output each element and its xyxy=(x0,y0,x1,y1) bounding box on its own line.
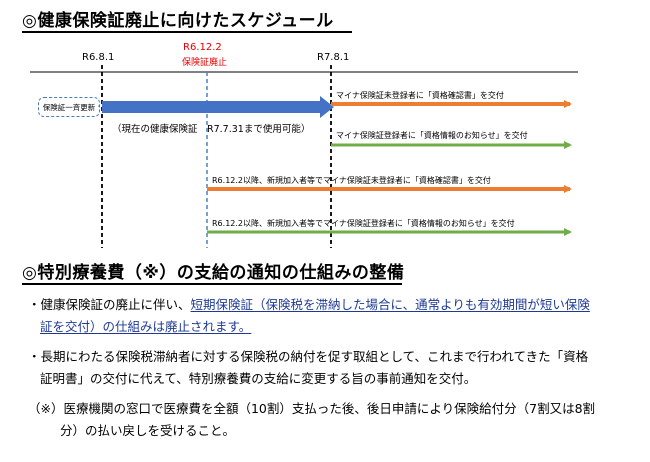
bullet1-underlined-2: 証を交付）の仕組みは廃止されます。 xyxy=(40,319,252,334)
green-arrow-1-label: マイナ保険証登録者に「資格情報のお知らせ」を交付 xyxy=(336,131,528,140)
bulk-renewal-label: 保険証一斉更新 xyxy=(42,102,96,112)
bulk-renewal-box: 保険証一斉更新 xyxy=(38,97,100,117)
bullet1-line2: 証を交付）の仕組みは廃止されます。 xyxy=(40,318,251,336)
note-line2: 分）の払い戻しを受けること。 xyxy=(60,423,236,438)
bullet2-line2: 証明書」の交付に代えて、特別療養費の支給に変更する旨の事前通知を交付。 xyxy=(40,371,477,386)
bullet2-line1: ・長期にわたる保険税滞納者に対する保険税の納付を促す取組として、これまで行われて… xyxy=(28,349,589,364)
section1-title-underline xyxy=(22,31,352,33)
orange-arrow-1-label: マイナ保険証未登録者に「資格確認書」を交付 xyxy=(336,91,504,100)
date-label-abolition: 保険証廃止 xyxy=(182,58,228,68)
bullet1-line1: ・健康保険証の廃止に伴い、短期保険証（保険税を滞納した場合に、通常よりも有効期間… xyxy=(28,296,590,314)
date-label-r6-12-2: R6.12.2 xyxy=(183,42,222,53)
orange-arrow-2-label: R6.12.2以降、新規加入者等でマイナ保険証未登録者に「資格確認書」を交付 xyxy=(212,176,491,185)
green-arrow-2-label: R6.12.2以降、新規加入者等でマイナ保険証登録者に「資格情報のお知らせ」を交… xyxy=(212,219,515,228)
blue-bar-label: （現在の健康保険証 R7.7.31まで使用可能） xyxy=(112,124,311,135)
current-insurance-card-arrow xyxy=(102,96,334,118)
date-label-r6-8-1: R6.8.1 xyxy=(82,52,115,63)
timeline-graphics xyxy=(30,65,578,248)
section2-title: ◎特別療養費（※）の支給の通知の仕組みの整備 xyxy=(22,263,405,283)
bullet1-underlined-1: 短期保険証（保険税を滞納した場合に、通常よりも有効期間が短い保険 xyxy=(190,297,590,312)
section1-title: ◎健康保険証廃止に向けたスケジュール xyxy=(22,11,334,31)
date-label-r7-8-1: R7.8.1 xyxy=(317,52,350,63)
note-line1: （※）医療機関の窓口で医療費を全額（10割）支払った後、後日申請により保険給付分… xyxy=(28,401,596,416)
section2-title-underline xyxy=(22,283,402,285)
bullet1-prefix: ・健康保険証の廃止に伴い、 xyxy=(28,297,191,312)
